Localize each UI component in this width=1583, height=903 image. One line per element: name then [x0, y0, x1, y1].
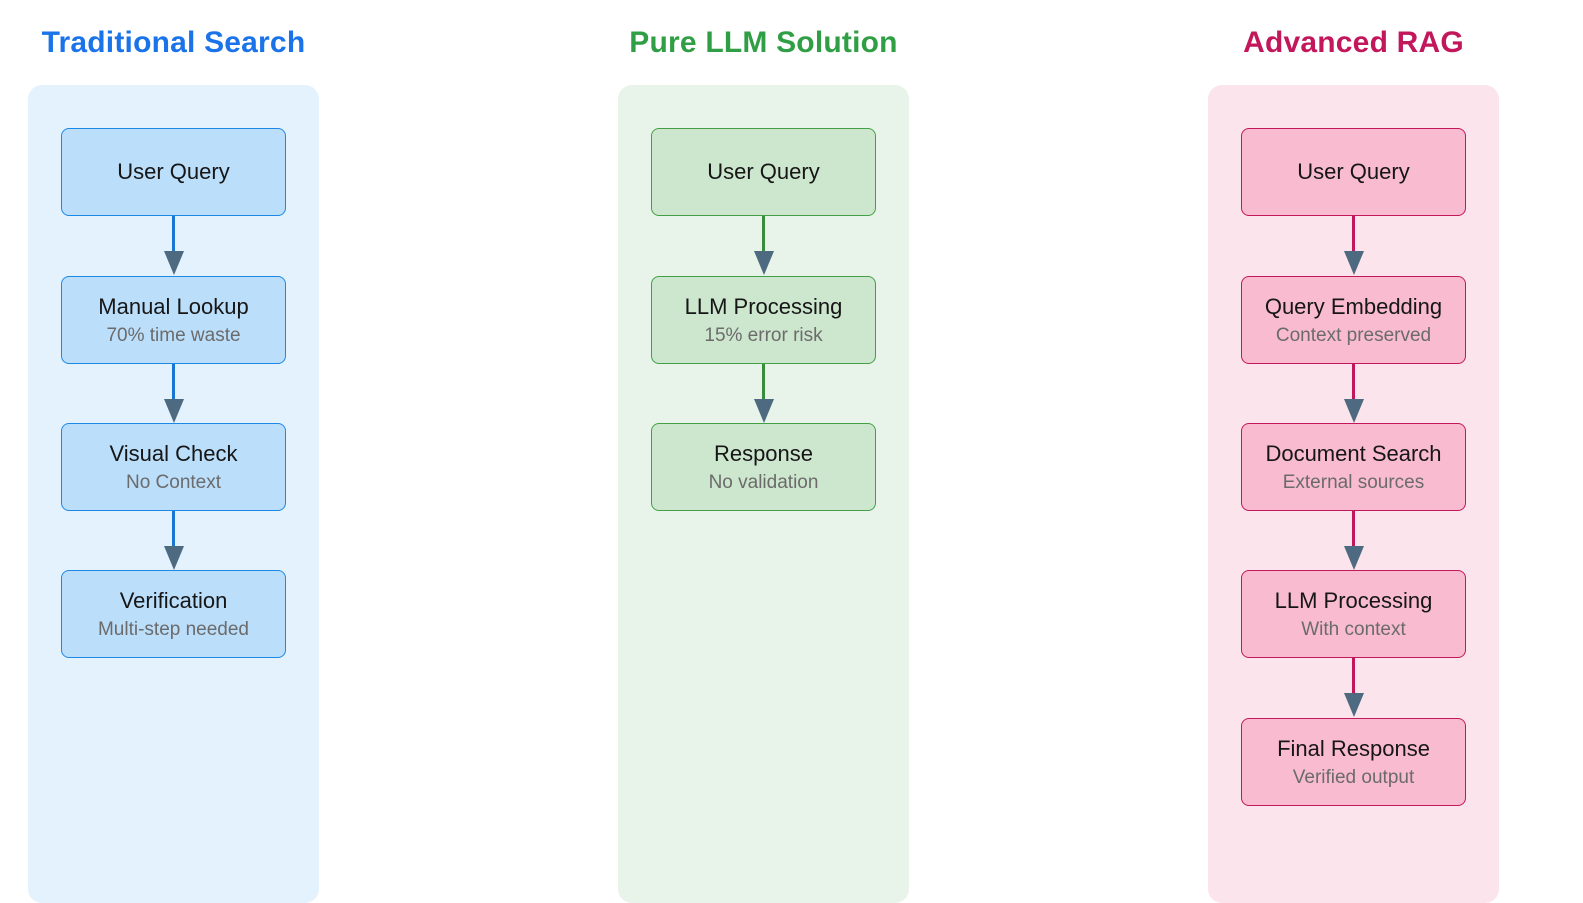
node-label: LLM Processing: [1274, 587, 1433, 613]
node-sublabel: External sources: [1282, 471, 1425, 493]
node-sublabel: With context: [1301, 618, 1406, 640]
arrow-line: [172, 511, 175, 547]
node-label: User Query: [117, 159, 230, 184]
flow-arrow: [1343, 511, 1364, 570]
node-user-query: User Query: [61, 128, 286, 216]
column-advanced-rag: Advanced RAG User Query Query Embedding …: [1208, 0, 1499, 903]
column-title: Traditional Search: [41, 26, 306, 59]
arrow-line: [1352, 658, 1355, 694]
node-sublabel: No validation: [708, 471, 819, 493]
node-label: Document Search: [1265, 440, 1442, 466]
flow-arrow: [163, 511, 184, 570]
node-llm-processing: LLM Processing With context: [1241, 570, 1466, 658]
node-label: Manual Lookup: [98, 293, 249, 319]
arrow-head-icon: [1343, 546, 1364, 570]
node-sublabel: Context preserved: [1275, 324, 1432, 346]
node-query-embedding: Query Embedding Context preserved: [1241, 276, 1466, 364]
node-sublabel: No Context: [125, 471, 222, 493]
node-visual-check: Visual Check No Context: [61, 423, 286, 511]
node-llm-processing: LLM Processing 15% error risk: [651, 276, 876, 364]
column-traditional-search: Traditional Search User Query Manual Loo…: [28, 0, 319, 903]
column-title: Pure LLM Solution: [629, 26, 898, 59]
node-sublabel: 15% error risk: [704, 324, 823, 346]
flow-arrow: [1343, 658, 1364, 717]
arrow-line: [172, 216, 175, 252]
arrow-head-icon: [163, 546, 184, 570]
node-verification: Verification Multi-step needed: [61, 570, 286, 658]
node-final-response: Final Response Verified output: [1241, 718, 1466, 806]
node-label: Response: [713, 440, 814, 466]
node-sublabel: Verified output: [1292, 766, 1415, 788]
arrow-head-icon: [163, 399, 184, 423]
arrow-head-icon: [1343, 399, 1364, 423]
node-label: User Query: [707, 159, 820, 184]
flow-arrow: [1343, 364, 1364, 423]
node-label: Verification: [119, 587, 228, 613]
node-sublabel: 70% time waste: [106, 324, 241, 346]
node-manual-lookup: Manual Lookup 70% time waste: [61, 276, 286, 364]
arrow-head-icon: [1343, 693, 1364, 717]
flow-arrow: [753, 216, 774, 275]
node-label: Visual Check: [109, 440, 238, 466]
arrow-line: [762, 216, 765, 252]
arrow-line: [1352, 511, 1355, 547]
flow-arrow: [753, 364, 774, 423]
node-user-query: User Query: [1241, 128, 1466, 216]
node-label: Final Response: [1277, 735, 1430, 761]
column-title: Advanced RAG: [1243, 26, 1464, 59]
column-pure-llm-solution: Pure LLM Solution User Query LLM Process…: [618, 0, 909, 903]
node-response: Response No validation: [651, 423, 876, 511]
node-user-query: User Query: [651, 128, 876, 216]
flow-arrow: [1343, 216, 1364, 275]
node-sublabel: Multi-step needed: [97, 618, 250, 640]
node-document-search: Document Search External sources: [1241, 423, 1466, 511]
arrow-head-icon: [753, 251, 774, 275]
arrow-line: [762, 364, 765, 400]
node-label: User Query: [1297, 159, 1410, 184]
node-label: LLM Processing: [684, 293, 843, 319]
arrow-head-icon: [1343, 251, 1364, 275]
arrow-line: [1352, 216, 1355, 252]
arrow-head-icon: [753, 399, 774, 423]
arrow-head-icon: [163, 251, 184, 275]
flow-arrow: [163, 364, 184, 423]
arrow-line: [172, 364, 175, 400]
node-label: Query Embedding: [1264, 293, 1443, 319]
arrow-line: [1352, 364, 1355, 400]
flow-arrow: [163, 216, 184, 275]
